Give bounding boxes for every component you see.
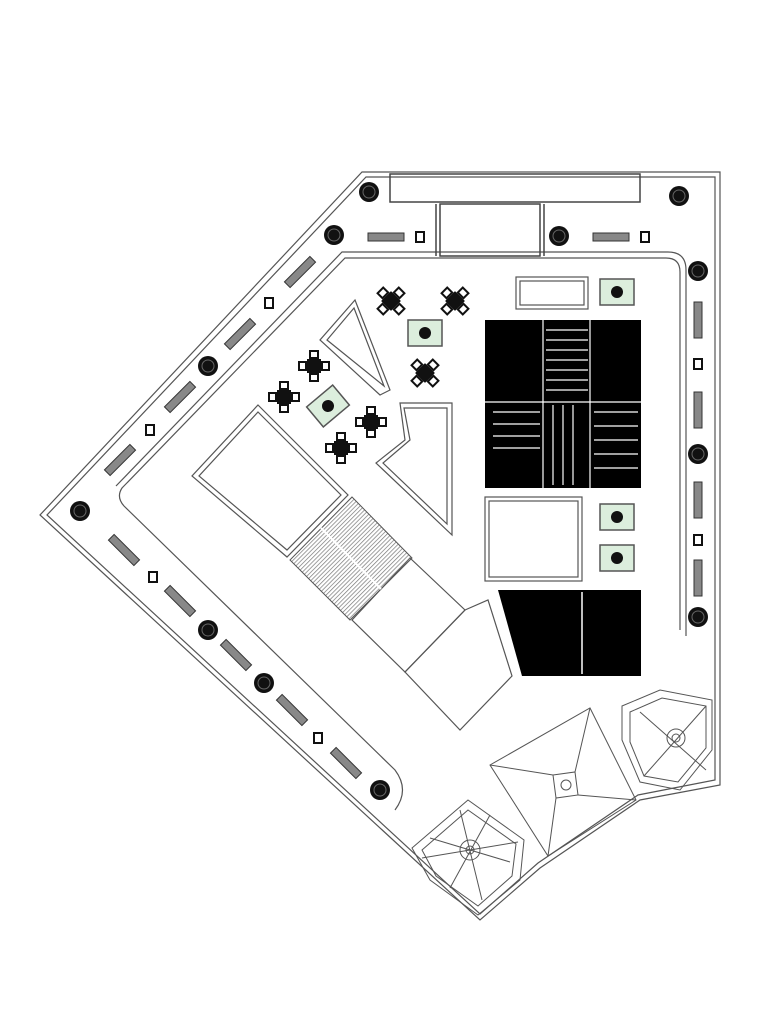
entrance-building <box>389 173 641 257</box>
tree-icon <box>687 443 709 465</box>
pavilion-icon <box>621 689 713 791</box>
tree-icon <box>323 224 345 246</box>
tree-icon <box>358 181 380 203</box>
tree-icon <box>687 606 709 628</box>
bench-icon <box>107 533 141 567</box>
tree-icon <box>687 260 709 282</box>
bollard-icon <box>693 358 703 370</box>
table-set-icon <box>599 278 635 306</box>
table-set-icon <box>402 350 448 396</box>
bollard-icon <box>693 534 703 546</box>
table-set-icon <box>325 432 357 464</box>
table-set-icon <box>407 319 443 347</box>
table-set-icon <box>432 278 478 324</box>
bollard-icon <box>313 732 323 744</box>
bollard-icon <box>640 231 650 243</box>
table-set-icon <box>355 406 387 438</box>
tree-icon <box>369 779 391 801</box>
pavilion-icon <box>489 707 637 857</box>
bench-icon <box>367 232 405 242</box>
bollard-icon <box>415 231 425 243</box>
tree-icon <box>548 225 570 247</box>
bench-icon <box>693 301 703 339</box>
bench-icon <box>592 232 630 242</box>
bollard-icon <box>264 297 274 309</box>
tree-icon <box>69 500 91 522</box>
table-set-icon <box>599 503 635 531</box>
pavilions <box>411 689 713 916</box>
table-set-icon <box>368 278 414 324</box>
tree-icon <box>197 619 219 641</box>
tree-icon <box>253 672 275 694</box>
table-set-icon <box>298 350 330 382</box>
bench-icon <box>163 584 197 618</box>
trees <box>69 181 709 801</box>
bench-icon <box>275 693 309 727</box>
tree-icon <box>197 355 219 377</box>
bench-icon <box>283 255 317 289</box>
bench-icon <box>693 481 703 519</box>
bench-icon <box>223 317 257 351</box>
site-boundary <box>39 171 721 921</box>
hatched-plaza <box>289 496 413 621</box>
bollard-icon <box>148 571 158 583</box>
bench-icon <box>329 746 363 780</box>
table-set-icon <box>305 384 351 428</box>
table-set-icon <box>268 381 300 413</box>
inner-walkway-edge <box>115 251 687 811</box>
tree-icon <box>668 185 690 207</box>
bench-icon <box>219 638 253 672</box>
table-set-icon <box>599 544 635 572</box>
solid-courts <box>485 320 641 676</box>
bench-icon <box>693 559 703 597</box>
pavilion-icon <box>411 799 525 916</box>
bench-icon <box>693 391 703 429</box>
bollard-icon <box>145 424 155 436</box>
